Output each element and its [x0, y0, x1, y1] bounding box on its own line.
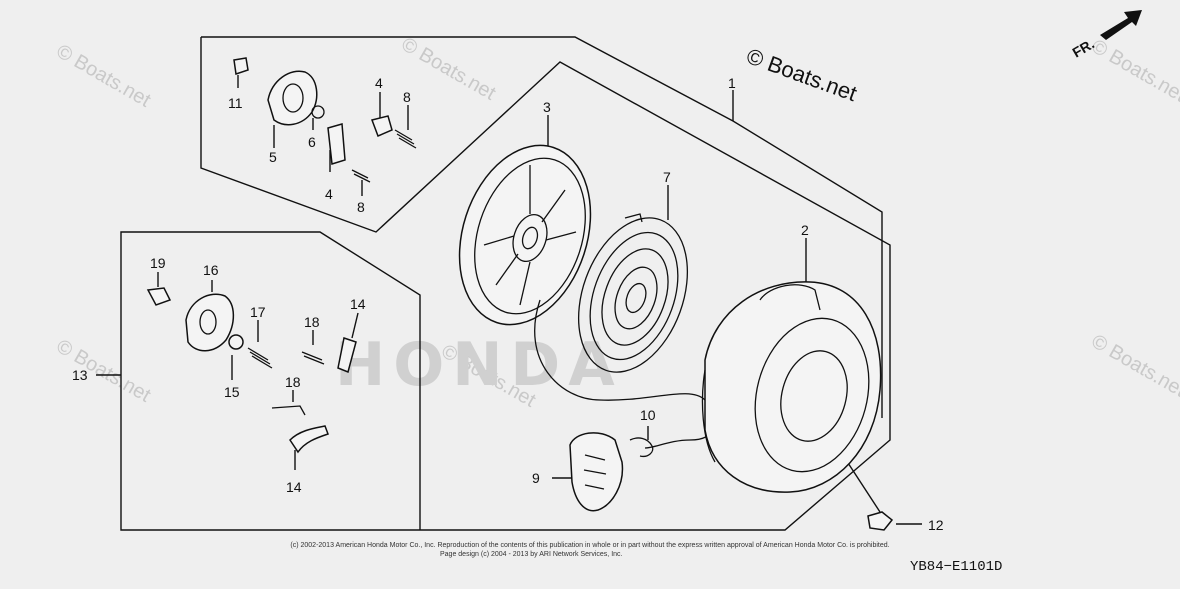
callout-8b: 8	[357, 199, 365, 215]
callout-13: 13	[72, 367, 88, 383]
callout-10: 10	[640, 407, 656, 423]
callout-19: 19	[150, 255, 166, 271]
rope-part	[534, 299, 714, 449]
callout-16: 16	[203, 262, 219, 278]
callout-7: 7	[663, 169, 671, 185]
watermark: © Boats.net	[398, 33, 500, 105]
callout-17: 17	[250, 304, 266, 320]
rope-guide-part	[629, 437, 654, 458]
callout-2: 2	[801, 222, 809, 238]
callout-11: 11	[228, 95, 243, 111]
copyright-mark: © Boats.net	[743, 43, 860, 106]
diagram-code: YB84−E1101D	[910, 559, 1002, 575]
callout-8a: 8	[403, 89, 411, 105]
grip-part	[569, 432, 624, 512]
group-outline-main	[120, 37, 891, 531]
callout-5: 5	[269, 149, 277, 165]
spring-part	[577, 213, 689, 373]
case-part	[701, 281, 882, 493]
small-parts-upper	[233, 57, 417, 183]
background-brand: HONDA	[335, 330, 623, 400]
callout-3: 3	[543, 99, 551, 115]
callout-4a: 4	[375, 75, 383, 91]
callout-18b: 18	[285, 374, 301, 390]
fine-print-copyright: (c) 2002-2013 American Honda Motor Co., …	[290, 542, 889, 549]
watermark: © Boats.net	[53, 335, 155, 407]
leader-lines	[96, 75, 922, 525]
small-parts-lower	[146, 287, 357, 454]
callout-12: 12	[928, 517, 944, 533]
callout-14a: 14	[350, 296, 366, 312]
fine-print-page-design: Page design (c) 2004 - 2013 by ARI Netwo…	[440, 551, 623, 558]
callout-9: 9	[532, 470, 540, 486]
callout-6: 6	[308, 134, 316, 150]
callout-1: 1	[728, 75, 736, 91]
callout-18a: 18	[304, 314, 320, 330]
watermark: © Boats.net	[1088, 330, 1180, 402]
watermark: © Boats.net	[53, 40, 155, 112]
callout-14b: 14	[286, 479, 302, 495]
callout-4b: 4	[325, 186, 333, 202]
bolt-part	[867, 511, 894, 531]
watermark: © Boats.net	[1088, 35, 1180, 107]
callout-15: 15	[224, 384, 240, 400]
reel-part	[458, 144, 592, 326]
